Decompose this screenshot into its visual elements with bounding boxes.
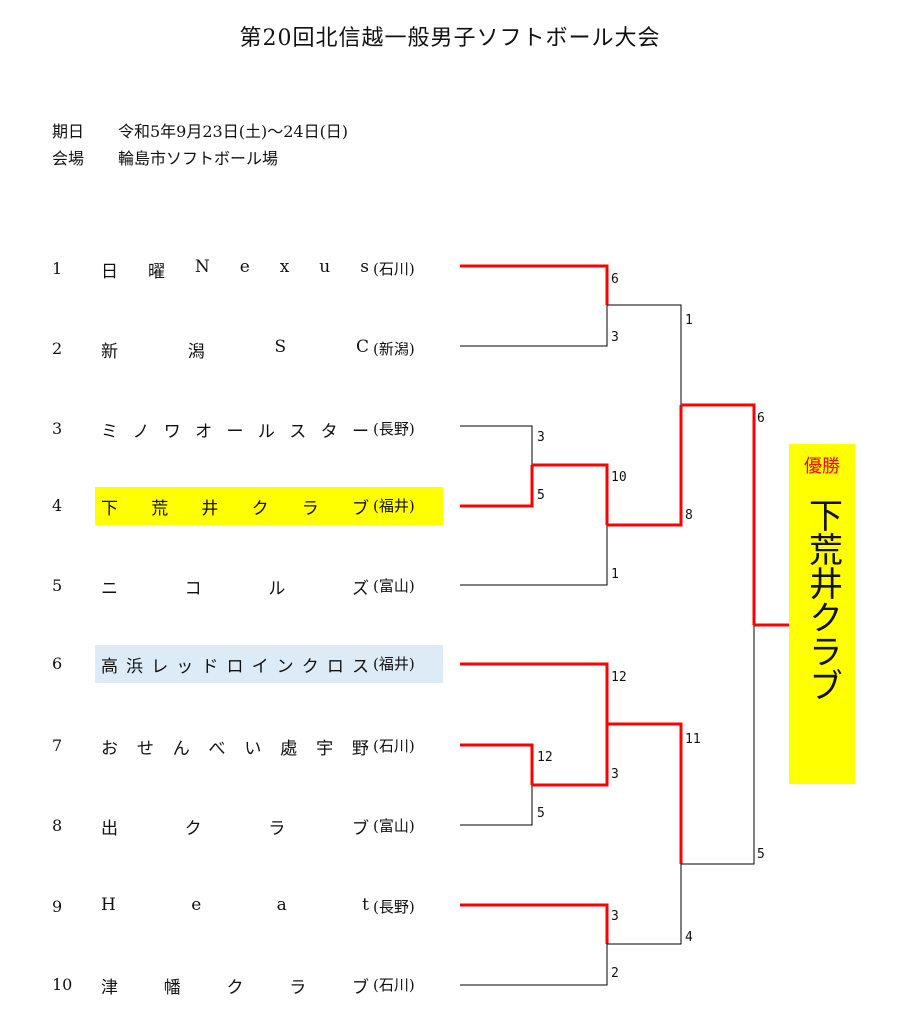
bracket-win-line (460, 662, 609, 724)
bracket-line (460, 425, 533, 465)
team-prefecture: (石川) (373, 737, 415, 755)
team-cell: 出クラブ(富山) (95, 807, 443, 845)
info-venue: 会場 輪島市ソフトボール場 (52, 145, 278, 169)
winner-label: 優勝 (804, 456, 840, 477)
team-name: ミノワオールスター (101, 422, 369, 442)
score-label: 8 (685, 508, 693, 523)
winner-name: 下荒井クラブ (802, 498, 843, 702)
team-cell: 下荒井クラブ(福井) (95, 487, 443, 525)
team-cell: ニコルズ(富山) (95, 567, 443, 605)
score-label: 3 (611, 330, 619, 345)
team-prefecture: (石川) (373, 976, 415, 994)
team-prefecture: (石川) (373, 260, 415, 278)
team-cell: 津幡クラブ(石川) (95, 966, 443, 1004)
score-label: 1 (611, 567, 619, 582)
bracket-win-line (460, 465, 534, 508)
team-number: 2 (52, 339, 63, 358)
bracket-line (460, 944, 608, 986)
score-label: 12 (537, 750, 553, 765)
page-title: 第20回北信越一般男子ソフトボール大会 (239, 26, 661, 51)
team-prefecture: (富山) (373, 817, 415, 835)
team-number: 6 (52, 654, 63, 673)
bracket-win-line (681, 403, 756, 625)
team-row: 4 下荒井クラブ(福井) (0, 487, 460, 525)
info-date-value: 令和5年9月23日(土)～24日(日) (118, 122, 349, 141)
score-label: 6 (757, 411, 765, 426)
score-label: 1 (685, 313, 693, 328)
team-number: 4 (52, 496, 63, 515)
bracket-line (460, 305, 608, 347)
score-label: 2 (611, 966, 619, 981)
info-date: 期日 令和5年9月23日(土)～24日(日) (52, 118, 348, 142)
team-row: 10 津幡クラブ(石川) (0, 966, 460, 1004)
team-prefecture: (福井) (373, 655, 415, 673)
info-venue-label: 会場 (52, 149, 85, 168)
team-name: おせんべい處宇野 (101, 739, 369, 759)
team-prefecture: (長野) (373, 898, 415, 916)
team-number: 5 (52, 576, 63, 595)
bracket-line (607, 864, 682, 945)
team-name: ニコルズ (101, 579, 369, 599)
score-label: 5 (537, 488, 545, 503)
bracket-win-line (607, 722, 683, 864)
team-cell: ミノワオールスター(長野) (95, 410, 443, 448)
team-row: 5 ニコルズ(富山) (0, 567, 460, 605)
bracket-win-line (532, 724, 609, 787)
team-name: 出クラブ (101, 819, 369, 839)
score-label: 6 (611, 272, 619, 287)
bracket-line (607, 304, 682, 405)
team-prefecture: (長野) (373, 420, 415, 438)
team-number: 3 (52, 419, 63, 438)
team-number: 8 (52, 816, 63, 835)
team-number: 1 (52, 259, 63, 278)
team-row: 7 おせんべい處宇野(石川) (0, 727, 460, 765)
score-label: 4 (685, 930, 693, 945)
info-venue-value: 輪島市ソフトボール場 (118, 149, 279, 168)
score-label: 5 (757, 847, 765, 862)
team-row: 3 ミノワオールスター(長野) (0, 410, 460, 448)
score-label: 11 (685, 732, 701, 747)
team-cell: 高浜レッドロインクロス(福井) (95, 645, 443, 683)
team-prefecture: (福井) (373, 497, 415, 515)
bracket-line (460, 525, 608, 586)
team-cell: おせんべい處宇野(石川) (95, 727, 443, 765)
bracket-win-line (460, 264, 609, 305)
team-name: 高浜レッドロインクロス (101, 657, 369, 677)
score-label: 10 (611, 470, 627, 485)
team-number: 10 (52, 975, 73, 994)
team-name: 下荒井クラブ (101, 499, 369, 519)
team-number: 9 (52, 897, 63, 916)
team-prefecture: (新潟) (373, 340, 415, 358)
score-label: 5 (537, 806, 545, 821)
team-number: 7 (52, 736, 63, 755)
bracket-line (681, 625, 755, 865)
bracket-win-line (607, 405, 683, 527)
bracket-win-line (460, 903, 609, 944)
team-row: 6 高浜レッドロインクロス(福井) (0, 645, 460, 683)
bracket-win-line (532, 463, 609, 525)
score-label: 12 (611, 670, 627, 685)
winner-box: 優勝 下荒井クラブ (789, 444, 855, 784)
team-prefecture: (富山) (373, 577, 415, 595)
bracket-win-line (460, 743, 534, 785)
team-row: 8 出クラブ(富山) (0, 807, 460, 845)
score-label: 3 (611, 767, 619, 782)
info-date-label: 期日 (52, 122, 85, 141)
team-name: 津幡クラブ (101, 978, 369, 998)
bracket-line (460, 785, 533, 826)
score-label: 3 (611, 909, 619, 924)
score-label: 3 (537, 430, 545, 445)
